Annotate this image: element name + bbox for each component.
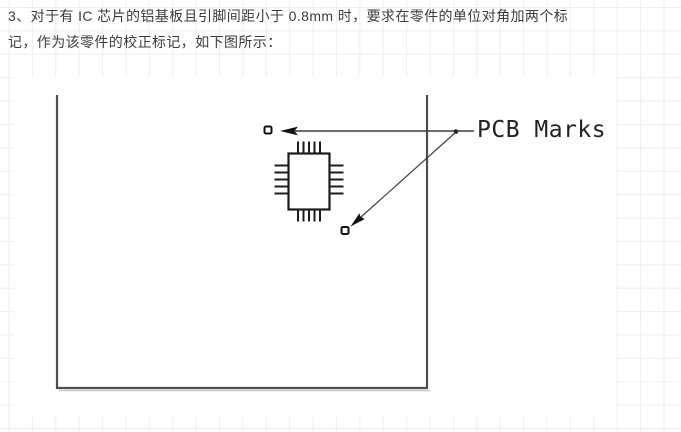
ic-pins-bottom <box>297 209 321 222</box>
paragraph-line-1: 3、对于有 IC 芯片的铝基板且引脚间距小于 0.8mm 时，要求在零件的单位对… <box>8 8 569 24</box>
fiducial-mark-top <box>263 125 273 135</box>
leader-arrow-diagonal <box>350 131 457 227</box>
pcb-marks-label: PCB Marks <box>477 117 607 143</box>
pcb-board-outline <box>55 95 430 392</box>
ic-pins-right <box>329 164 344 195</box>
arrowhead-left <box>280 126 298 136</box>
ic-chip-body <box>287 152 331 211</box>
arrowhead-diagonal <box>350 213 365 227</box>
paragraph: 3、对于有 IC 芯片的铝基板且引脚间距小于 0.8mm 时，要求在零件的单位对… <box>8 3 676 55</box>
paragraph-line-2: 记，作为该零件的校正标记，如下图所示： <box>8 34 282 50</box>
ic-pins-left <box>274 164 289 195</box>
leader-arrow-horizontal <box>280 126 456 136</box>
figure-image <box>14 76 615 417</box>
ic-pins-top <box>297 141 321 154</box>
ic-chip <box>274 141 344 222</box>
fiducial-mark-bottom <box>340 226 350 235</box>
